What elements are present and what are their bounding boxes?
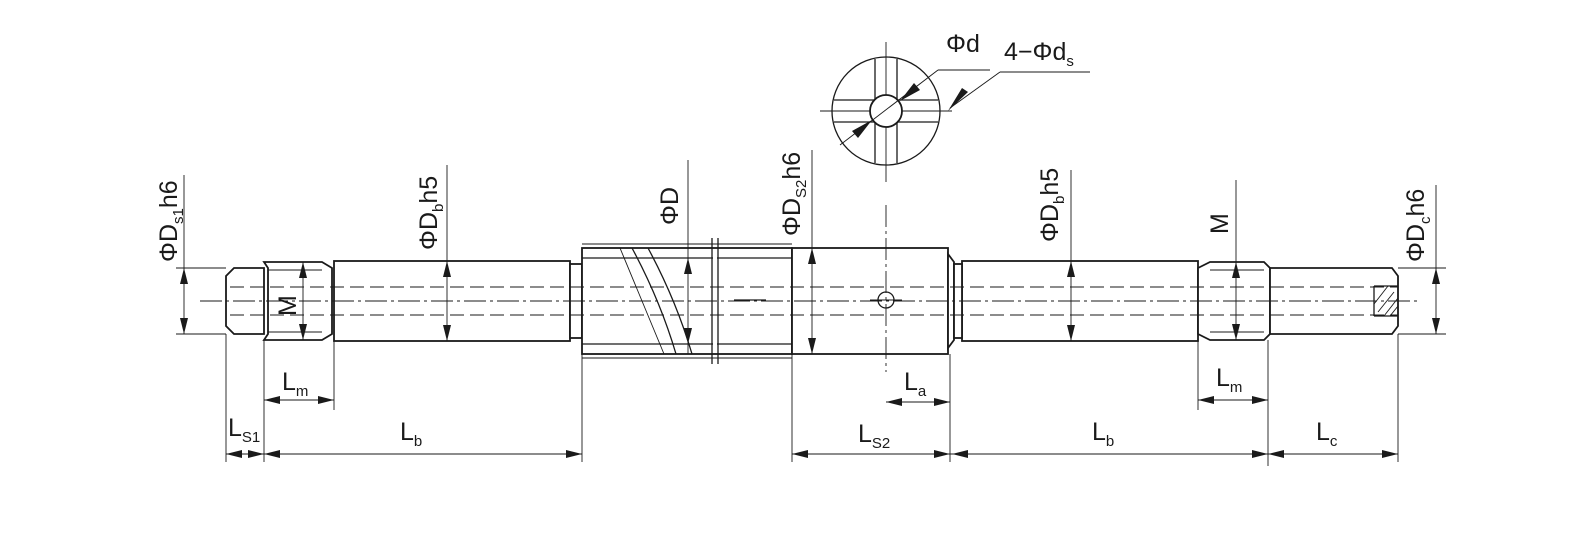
label-lm-left: Lm: [282, 368, 308, 400]
label-phi-db-right: ΦDbh5: [1036, 168, 1068, 242]
svg-text:ΦDch6: ΦDch6: [1402, 189, 1434, 262]
label-m-right: M: [1206, 213, 1234, 234]
dimension-lines: [176, 150, 1446, 466]
label-m-left: M: [274, 295, 302, 316]
label-phi-db-left: ΦDbh5: [415, 176, 447, 250]
svg-text:ΦD: ΦD: [656, 187, 684, 225]
label-lc: Lc: [1316, 418, 1338, 450]
label-holes: 4−Φds: [1004, 38, 1074, 70]
svg-text:ΦDbh5: ΦDbh5: [1036, 168, 1068, 242]
svg-text:M: M: [1206, 213, 1234, 234]
label-la: La: [904, 368, 927, 400]
label-ls1: LS1: [228, 414, 260, 446]
label-phi-ds1: ΦDs1h6: [155, 180, 187, 262]
svg-text:ΦDS2h6: ΦDS2h6: [778, 152, 810, 236]
label-lb-right: Lb: [1092, 418, 1114, 450]
label-phi-dc: ΦDch6: [1402, 189, 1434, 262]
label-phi-ds2: ΦDS2h6: [778, 152, 810, 236]
svg-text:M: M: [274, 295, 302, 316]
label-ls2: LS2: [858, 420, 890, 452]
label-lb-left: Lb: [400, 418, 422, 450]
svg-text:ΦDs1h6: ΦDs1h6: [155, 180, 187, 262]
label-lm-right: Lm: [1216, 364, 1242, 396]
svg-text:ΦDbh5: ΦDbh5: [415, 176, 447, 250]
shaft-body: [200, 205, 1420, 372]
label-phi-D: ΦD: [656, 187, 684, 225]
label-phi-d: Φd: [946, 30, 980, 58]
cross-section-view: [820, 42, 1090, 182]
